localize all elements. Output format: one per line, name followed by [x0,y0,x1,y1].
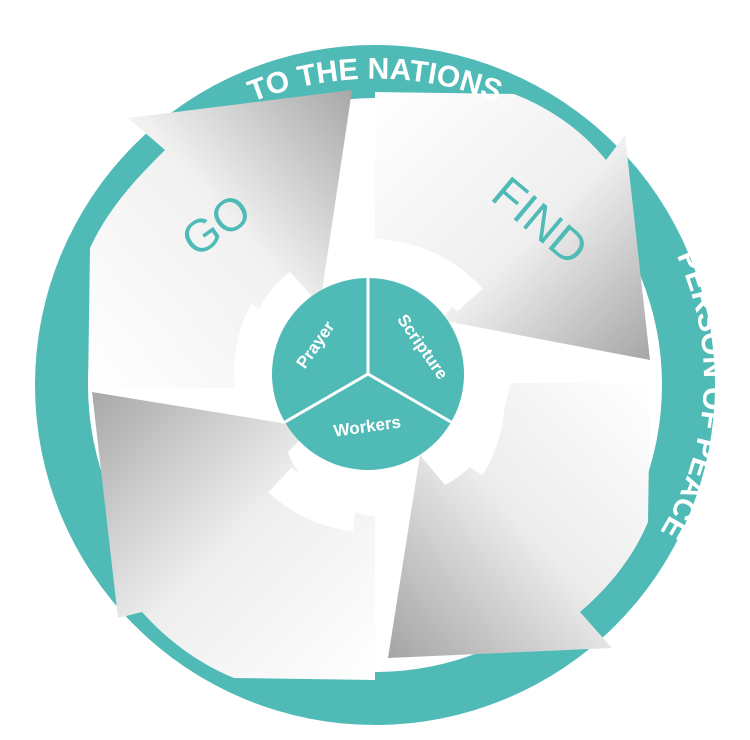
arrow-person-of-peace [388,383,650,658]
arrow-go [88,90,352,388]
arrow-find [375,92,650,360]
hub-dividers [284,278,452,424]
hub-gap-ring [233,241,506,531]
hub: Prayer Scripture Workers [272,278,464,470]
arrow-to-the-nations [92,392,375,680]
